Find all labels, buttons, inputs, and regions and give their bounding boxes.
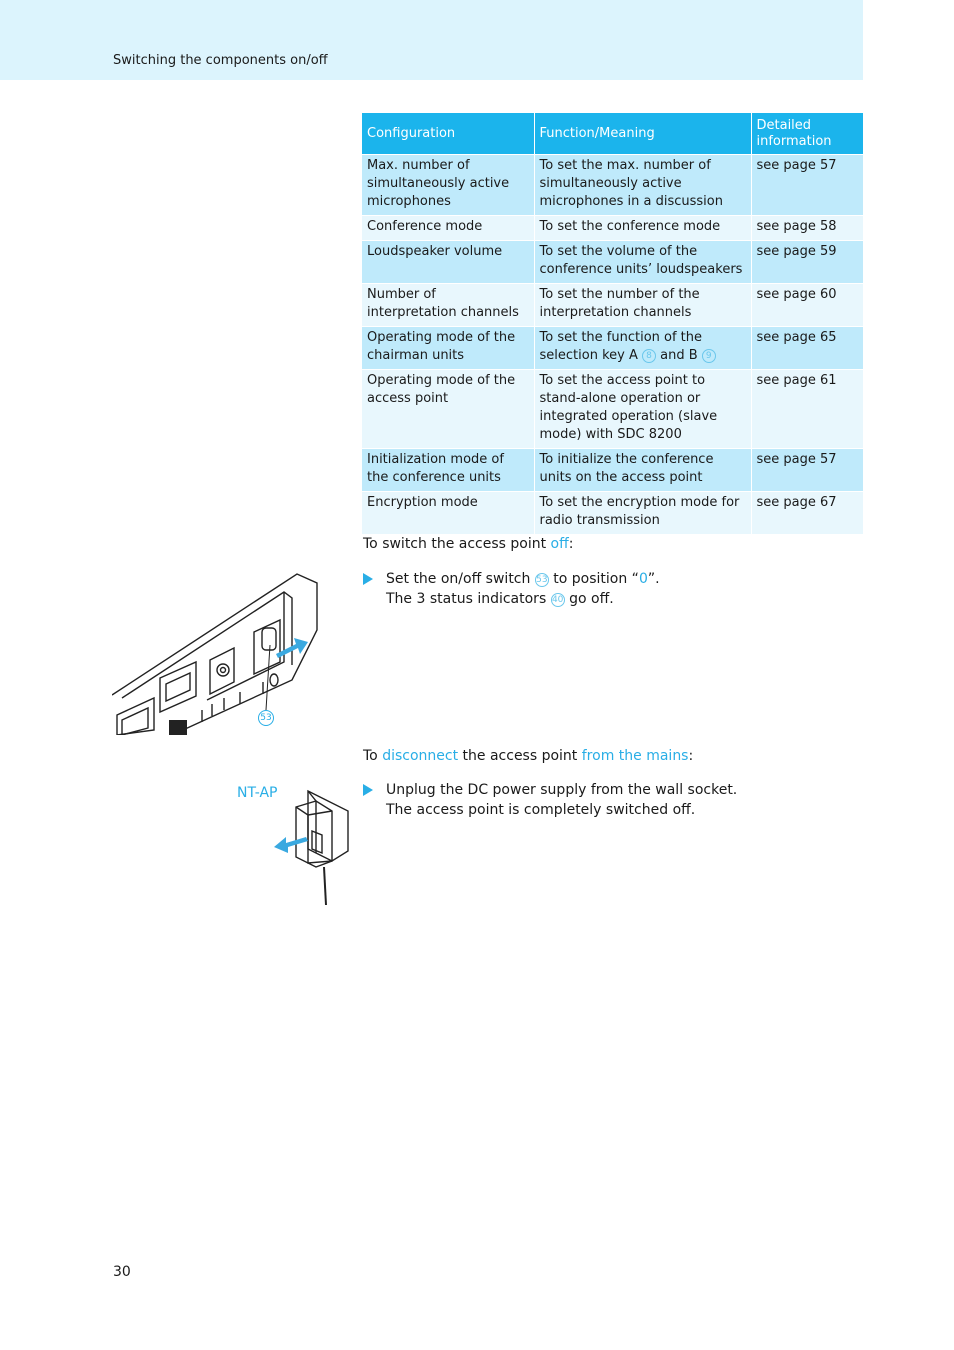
column-header: Configuration: [362, 113, 535, 155]
table-row: Operating mode of the access point To se…: [362, 369, 864, 449]
function-cell: To set the volume of the conference unit…: [534, 240, 752, 284]
access-point-illustration: [112, 573, 318, 735]
config-cell: Operating mode of the chairman units: [362, 326, 535, 370]
intro-text: To: [363, 748, 383, 764]
intro-text: :: [688, 748, 694, 764]
reference-number-badge: 9: [701, 349, 716, 363]
info-cell: see page 58: [751, 215, 864, 241]
table-row: Operating mode of the chairman units To …: [362, 326, 864, 370]
info-cell: see page 57: [751, 448, 864, 492]
function-cell: To set the max. number of simultaneously…: [534, 154, 752, 216]
step-arrow-icon: [363, 573, 373, 585]
config-cell: Initialization mode of the conference un…: [362, 448, 535, 492]
mains-intro: To disconnect the access point from the …: [363, 747, 693, 766]
table-row: Max. number of simultaneously active mic…: [362, 154, 864, 216]
config-cell: Operating mode of the access point: [362, 369, 535, 449]
table-row: Loudspeaker volume To set the volume of …: [362, 240, 864, 284]
column-header: Detailed information: [751, 113, 864, 155]
config-cell: Max. number of simultaneously active mic…: [362, 154, 535, 216]
table-row: Initialization mode of the conference un…: [362, 448, 864, 492]
step-text: Set the on/off switch: [386, 571, 535, 587]
config-cell: Number of interpretation channels: [362, 283, 535, 327]
function-cell: To initialize the conference units on th…: [534, 448, 752, 492]
info-cell: see page 57: [751, 154, 864, 216]
running-header: Switching the components on/off: [113, 53, 328, 68]
config-cell: Encryption mode: [362, 491, 535, 535]
reference-number-badge: 8: [642, 349, 656, 363]
config-cell: Conference mode: [362, 215, 535, 241]
config-cell: Loudspeaker volume: [362, 240, 535, 284]
table-row: Conference mode To set the conference mo…: [362, 215, 864, 241]
function-cell: To set the access point to stand-alone o…: [534, 369, 752, 449]
highlight-text: 0: [638, 571, 648, 587]
page-number: 30: [113, 1264, 131, 1280]
table-row: Number of interpretation channels To set…: [362, 283, 864, 327]
reference-number-badge: 53: [534, 573, 549, 587]
info-cell: see page 59: [751, 240, 864, 284]
info-cell: see page 65: [751, 326, 864, 370]
function-cell: To set the function of the selection key…: [534, 326, 752, 370]
function-cell: To set the conference mode: [534, 215, 752, 241]
figure-callout-badge: 53: [258, 710, 274, 726]
highlight-text: disconnect: [382, 748, 459, 764]
table-header-row: Configuration Function/Meaning Detailed …: [362, 113, 864, 155]
configuration-table: Configuration Function/Meaning Detailed …: [362, 113, 864, 535]
result-text: go off.: [564, 591, 614, 607]
step-text: ”.: [647, 571, 660, 587]
info-cell: see page 67: [751, 491, 864, 535]
info-cell: see page 61: [751, 369, 864, 449]
intro-text: To switch the access point: [363, 536, 551, 552]
function-cell: To set the encryption mode for radio tra…: [534, 491, 752, 535]
result-text: The 3 status indicators: [386, 591, 551, 607]
info-cell: see page 60: [751, 283, 864, 327]
step-instruction: Set the on/off switch 53 to position “0”…: [386, 569, 660, 589]
function-cell: To set the number of the interpretation …: [534, 283, 752, 327]
step-result: The 3 status indicators 40 go off.: [386, 589, 614, 609]
reference-number-badge: 40: [550, 593, 565, 607]
highlight-text: from the mains: [581, 748, 689, 764]
step-instruction: Unplug the DC power supply from the wall…: [386, 782, 738, 798]
intro-text: the access point: [458, 748, 582, 764]
step-text: to position “: [548, 571, 639, 587]
column-header: Function/Meaning: [534, 113, 752, 155]
function-text: To set the function of the selection key…: [539, 330, 703, 363]
table-row: Encryption mode To set the encryption mo…: [362, 491, 864, 535]
highlight-text: off: [550, 536, 569, 552]
figure-label: NT-AP: [237, 785, 278, 801]
power-supply-illustration: [274, 789, 349, 906]
step-arrow-icon: [363, 784, 373, 796]
header-band: [0, 0, 863, 80]
function-text: and B: [660, 348, 698, 363]
switch-off-intro: To switch the access point off:: [363, 535, 573, 554]
step-result: The access point is completely switched …: [386, 802, 696, 818]
intro-text: :: [568, 536, 574, 552]
